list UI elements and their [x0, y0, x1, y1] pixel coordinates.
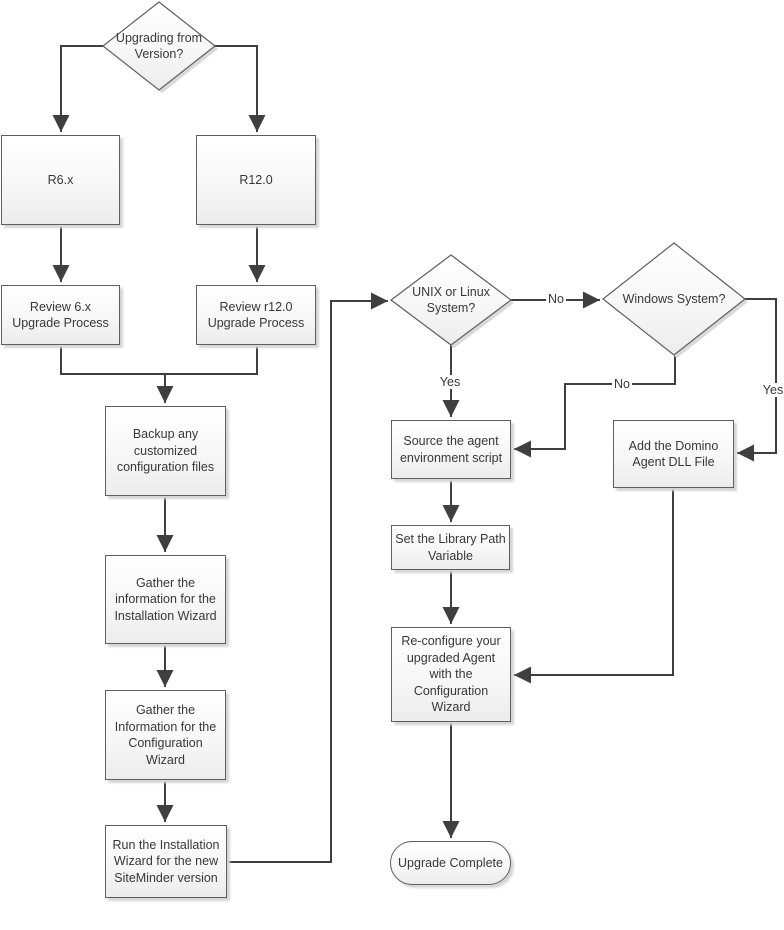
node-upgrade-complete-label: Upgrade Complete — [398, 855, 503, 870]
node-gather-config: Gather the Information for the Configura… — [105, 690, 226, 780]
node-gather-install: Gather the information for the Installat… — [105, 555, 226, 644]
node-reconfigure: Re-configure your upgraded Agent with th… — [391, 627, 511, 722]
node-review-6x: Review 6.x Upgrade Process — [1, 285, 120, 345]
node-review-r120: Review r12.0 Upgrade Process — [196, 285, 316, 345]
edge-label-unix-yes: Yes — [437, 375, 463, 389]
decision-windows-shape — [602, 242, 746, 356]
decision-unix-shape — [390, 254, 512, 346]
edge-merge-reviews — [60, 346, 258, 375]
node-r6x-label: R6.x — [47, 172, 74, 187]
node-gather-config-label: Gather the Information for the Configura… — [114, 703, 217, 767]
node-review-6x-label: Review 6.x Upgrade Process — [12, 299, 109, 331]
node-r120: R12.0 — [196, 135, 316, 225]
node-upgrade-complete: Upgrade Complete — [390, 841, 511, 885]
node-gather-install-label: Gather the information for the Installat… — [114, 575, 217, 623]
node-add-domino-dll-label: Add the Domino Agent DLL File — [628, 438, 719, 470]
edge-windows-no-to-source — [514, 355, 676, 458]
node-reconfigure-label: Re-configure your upgraded Agent with th… — [401, 634, 501, 715]
decision-upgrading-shape — [102, 1, 216, 91]
edge-version-to-r120 — [215, 45, 266, 132]
node-source-script: Source the agent environment script — [391, 420, 511, 479]
node-source-script-label: Source the agent environment script — [399, 434, 503, 465]
node-run-install: Run the Installation Wizard for the new … — [105, 825, 227, 898]
node-backup-label: Backup any customized configuration file… — [116, 427, 215, 475]
node-r120-label: R12.0 — [239, 172, 273, 187]
edge-windows-yes-to-domino — [737, 298, 777, 462]
edge-label-unix-no: No — [546, 292, 566, 306]
edge-run-install-to-unix-decision — [227, 292, 388, 863]
edge-label-windows-yes: Yes — [760, 383, 784, 397]
node-set-library-path: Set the Library Path Variable — [391, 525, 510, 570]
node-set-library-path-label: Set the Library Path Variable — [395, 532, 506, 563]
node-review-r120-label: Review r12.0 Upgrade Process — [207, 299, 305, 331]
node-r6x: R6.x — [1, 135, 120, 225]
node-add-domino-dll: Add the Domino Agent DLL File — [613, 420, 734, 488]
edge-domino-to-reconfig — [514, 488, 674, 684]
edge-version-to-r6x — [52, 45, 103, 132]
node-run-install-label: Run the Installation Wizard for the new … — [112, 837, 220, 885]
edge-label-windows-no: No — [612, 377, 632, 391]
node-backup: Backup any customized configuration file… — [105, 406, 226, 496]
